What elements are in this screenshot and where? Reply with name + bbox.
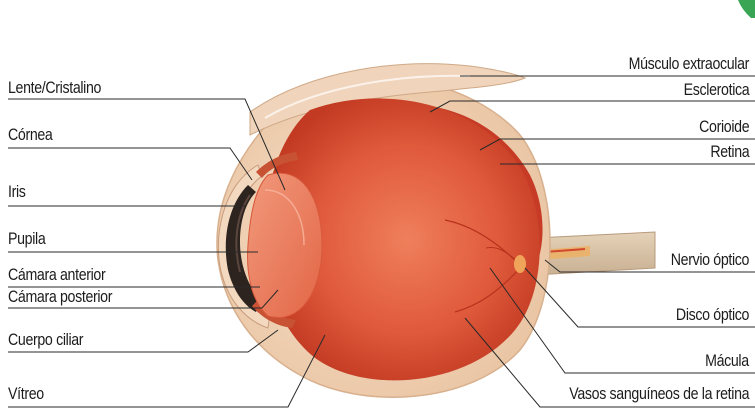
label-camara-anterior: Cámara anterior	[8, 265, 105, 285]
lens-shape	[248, 173, 322, 317]
label-cuerpo-ciliar: Cuerpo ciliar	[8, 330, 83, 350]
label-lente-cristalino: Lente/Cristalino	[8, 78, 101, 98]
label-esclerotica: Esclerotica	[683, 80, 749, 100]
label-cornea: Córnea	[8, 125, 52, 145]
corner-accent	[738, 0, 755, 18]
label-pupila: Pupila	[8, 229, 45, 249]
label-iris: Iris	[8, 182, 26, 202]
label-corioide: Corioide	[699, 117, 749, 137]
label-retina: Retina	[710, 142, 749, 162]
label-vasos-sanguineos: Vasos sanguíneos de la retina	[569, 384, 749, 404]
label-camara-posterior: Cámara posterior	[8, 287, 112, 307]
optic-disc	[514, 255, 526, 273]
label-vitreo: Vítreo	[8, 384, 44, 404]
label-disco-optico: Disco óptico	[676, 305, 749, 325]
label-macula: Mácula	[705, 351, 749, 371]
label-nervio-optico: Nervio óptico	[671, 250, 749, 270]
label-musculo-extraocular: Músculo extraocular	[629, 54, 749, 74]
